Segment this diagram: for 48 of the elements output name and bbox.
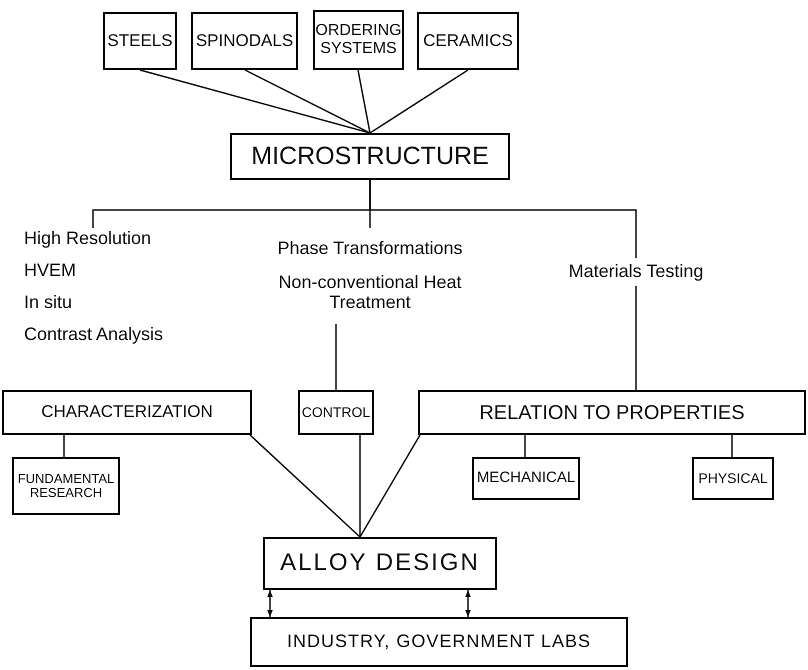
connector-line xyxy=(140,69,370,134)
method-text: Contrast Analysis xyxy=(24,324,164,345)
connector-line xyxy=(524,435,526,457)
box-label: PHYSICAL xyxy=(698,470,768,486)
connector-line xyxy=(369,180,637,258)
outcome-box xyxy=(692,457,774,500)
outcome-box xyxy=(12,457,120,515)
connector-line xyxy=(357,70,371,134)
connector-line xyxy=(359,435,361,537)
box-label: CHARACTERIZATION xyxy=(41,403,213,422)
method-text: Phase Transformations xyxy=(277,239,463,260)
box-label: MECHANICAL xyxy=(476,470,576,487)
connector-line xyxy=(635,286,637,390)
process-box xyxy=(298,390,374,435)
category-box xyxy=(417,12,519,70)
method-text: High Resolution xyxy=(24,229,152,250)
box-label: ALLOY DESIGN xyxy=(280,550,480,577)
category-box xyxy=(103,12,177,70)
box-label: ORDERING SYSTEMS xyxy=(315,22,402,58)
box-label: CONTROL xyxy=(302,404,370,420)
box-label: RELATION TO PROPERTIES xyxy=(479,402,745,424)
category-box xyxy=(313,10,404,70)
method-text: Non-conventional Heat Treatment xyxy=(277,273,463,313)
process-box xyxy=(418,390,806,435)
connector-line xyxy=(244,69,370,134)
connector-line xyxy=(250,434,360,538)
box-label: MICROSTRUCTURE xyxy=(251,142,489,170)
box-label: FUNDAMENTAL RESEARCH xyxy=(16,472,116,500)
box-label: SPINODALS xyxy=(196,32,294,50)
outcome-box xyxy=(472,457,580,500)
method-text: HVEM xyxy=(24,261,76,281)
box-label: INDUSTRY, GOVERNMENT LABS xyxy=(286,632,592,652)
connector-line xyxy=(335,324,337,390)
box-label: CERAMICS xyxy=(423,32,513,50)
connector-line xyxy=(370,69,468,134)
process-box xyxy=(2,390,252,435)
stakeholder-box xyxy=(250,617,628,667)
method-text: Materials Testing xyxy=(568,262,704,282)
central-box xyxy=(230,133,510,180)
connector-line xyxy=(731,435,733,457)
category-box xyxy=(191,12,298,70)
connector-line xyxy=(359,434,421,538)
double-arrow xyxy=(465,590,471,617)
connector-line xyxy=(63,435,65,457)
goal-box xyxy=(263,537,497,590)
method-text: In situ xyxy=(24,293,72,313)
double-arrow xyxy=(267,590,273,617)
box-label: STEELS xyxy=(107,32,173,50)
